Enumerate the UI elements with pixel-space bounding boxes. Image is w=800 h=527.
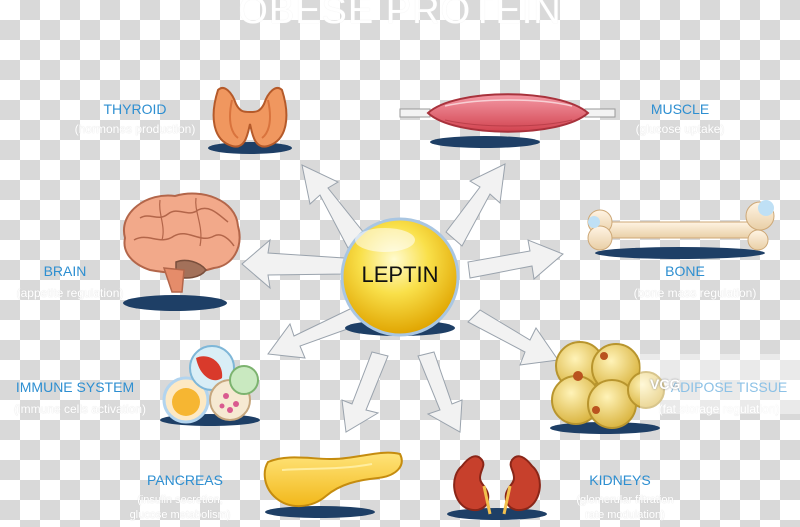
muscle-sublabel: (glucose uptake) [635, 122, 725, 136]
arrow-to-pancreas [341, 351, 389, 433]
muscle-label: MUSCLE [650, 101, 710, 117]
bone-icon [587, 200, 775, 259]
bone-sublabel: (bone mass regulation) [633, 286, 757, 300]
thyroid-sublabel: (hormones production) [74, 122, 196, 136]
immune-system-sublabel: (immune cells activation) [13, 402, 147, 416]
adipose-tissue-sublabel: (fat storage regulation) [658, 402, 780, 416]
arrow-to-thyroid [301, 164, 365, 249]
thyroid-icon [208, 86, 292, 154]
leptin-hub [340, 217, 460, 337]
adipose-tissue-label: ADIPOSE TISSUE [670, 379, 788, 395]
arrow-to-muscle [445, 163, 506, 247]
brain-icon [122, 192, 241, 311]
bone-label: BONE [665, 263, 705, 279]
thyroid-label: THYROID [103, 101, 167, 117]
pancreas-icon [263, 451, 403, 518]
kidneys-sublabel-line2: rate modulation) [585, 509, 665, 521]
arrow-to-immune [267, 307, 365, 359]
muscle-icon [399, 93, 616, 148]
kidneys-sublabel: (glomerular filtration [576, 494, 674, 506]
immune-system-label: IMMUNE SYSTEM [15, 379, 135, 395]
adipose-tissue-icon [550, 341, 665, 434]
brain-label: BRAIN [43, 263, 87, 279]
kidneys-icon [447, 455, 547, 520]
immune-cells-icon [160, 345, 260, 426]
pancreas-sublabel-line2: glucose metabolism) [129, 509, 231, 521]
arrow-to-bone [467, 239, 564, 280]
arrow-to-brain [241, 238, 345, 290]
brain-sublabel: (appetite regulation) [16, 286, 124, 300]
diagram-title: OBESE PROTEIN [238, 0, 562, 32]
arrow-to-adipose [467, 309, 559, 366]
pancreas-label: PANCREAS [147, 472, 223, 488]
kidneys-label: KIDNEYS [589, 472, 651, 488]
watermark: VCG [640, 354, 800, 414]
pancreas-sublabel: (insulin secretion, [137, 494, 223, 506]
arrow-to-kidneys [417, 351, 463, 433]
